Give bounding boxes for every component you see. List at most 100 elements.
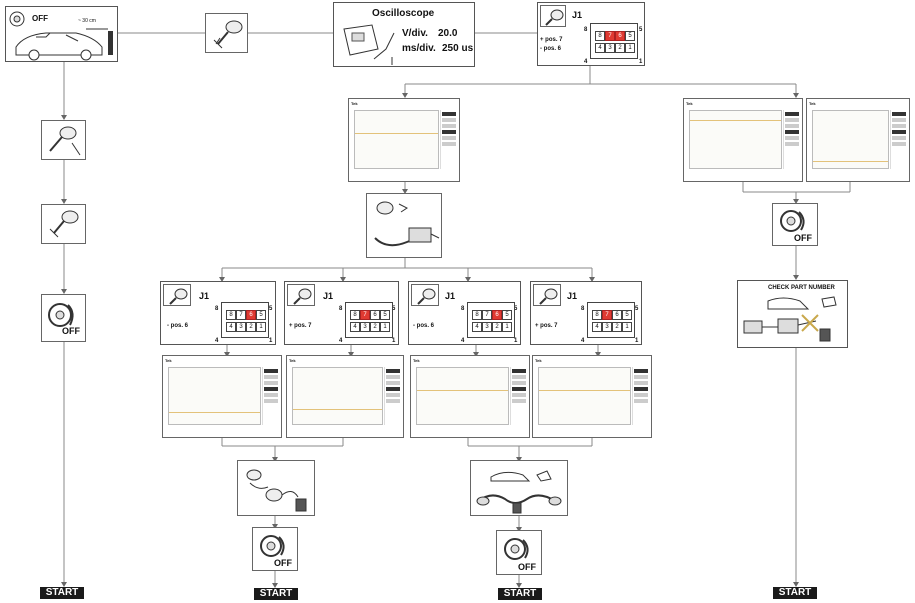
start-label-1[interactable]: START xyxy=(40,587,84,599)
pin-number-1: 1 xyxy=(639,59,643,65)
connector-name: J1 xyxy=(323,291,334,301)
connector-name: J1 xyxy=(445,291,456,301)
branch-3-probe-label: - pos. 6 xyxy=(413,323,435,329)
pin-1: 1 xyxy=(256,322,266,332)
probe-icon-frame xyxy=(533,284,561,306)
scope-brand: Tek xyxy=(413,358,420,363)
branch-1-probe-label: - pos. 6 xyxy=(167,323,189,329)
pin-number-8: 8 xyxy=(581,306,585,312)
oscilloscope-settings-box: Oscilloscope V/div. 20.0 ms/div. 250 us xyxy=(333,2,475,67)
probe-test-box-1 xyxy=(41,120,86,160)
multimeter-probe-icon xyxy=(417,288,436,305)
connector-j1-branch-2: J1 + pos. 7 8 5 4 1 8 7 6 5 4 3 2 1 xyxy=(284,281,399,345)
probe-icon-frame xyxy=(287,284,315,306)
connector-name: J1 xyxy=(567,291,578,301)
probe-icon-frame xyxy=(540,5,566,27)
connector-housing: 8 7 6 5 4 3 2 1 xyxy=(345,302,393,338)
probe-icon-frame xyxy=(411,284,439,306)
scope-trace xyxy=(355,132,438,134)
pin-8: 8 xyxy=(350,310,360,320)
scope-trace xyxy=(169,411,260,413)
connector-housing: 8 7 6 5 4 3 2 1 xyxy=(587,302,635,338)
pin-number-1: 1 xyxy=(269,338,273,344)
pin-7-highlighted: 7 xyxy=(602,310,612,320)
pin-5: 5 xyxy=(502,310,512,320)
harness-probe-icon xyxy=(374,201,440,247)
vdiv-label: V/div. xyxy=(402,28,428,39)
scope-screen-center: Tek xyxy=(348,98,460,182)
scope-display xyxy=(168,367,261,425)
pin-2: 2 xyxy=(370,322,380,332)
vdiv-value: 20.0 xyxy=(438,28,458,39)
pin-number-4: 4 xyxy=(584,59,588,65)
start-label-4[interactable]: START xyxy=(773,587,817,599)
scope-side-menu xyxy=(890,110,907,169)
probe-pins-icon xyxy=(49,210,79,238)
pin-number-1: 1 xyxy=(635,338,639,344)
pin-3: 3 xyxy=(482,322,492,332)
pin-number-4: 4 xyxy=(461,338,465,344)
check-part-number-box: CHECK PART NUMBER xyxy=(737,280,848,348)
pin-7-highlighted: 7 xyxy=(605,31,615,41)
start-label-2[interactable]: START xyxy=(254,588,298,600)
pin-2: 2 xyxy=(246,322,256,332)
pin-2: 2 xyxy=(615,43,625,53)
pin-4: 4 xyxy=(472,322,482,332)
scope-screen-branch-4: Tek xyxy=(532,355,652,438)
ignition-off-box-center-right: OFF xyxy=(496,530,542,575)
oscilloscope-title: Oscilloscope xyxy=(372,8,435,19)
pin-3: 3 xyxy=(602,322,612,332)
scope-screen-right-1: Tek xyxy=(683,98,803,182)
pin-number-5: 5 xyxy=(269,306,273,312)
check-part-number-label: CHECK PART NUMBER xyxy=(768,285,835,291)
component-test-box xyxy=(237,460,315,516)
scope-brand: Tek xyxy=(351,101,358,106)
scope-screen-right-2: Tek xyxy=(806,98,910,182)
pin-number-8: 8 xyxy=(339,306,343,312)
ignition-off-box-right: OFF xyxy=(772,203,818,246)
start-label-3[interactable]: START xyxy=(498,588,542,600)
msdiv-value: 250 us xyxy=(442,43,474,54)
scope-screen-branch-1: Tek xyxy=(162,355,282,438)
scope-side-menu xyxy=(384,367,401,425)
connector-name: J1 xyxy=(572,10,583,20)
pin-6-highlighted: 6 xyxy=(246,310,256,320)
scope-display xyxy=(354,110,439,169)
pin-8: 8 xyxy=(472,310,482,320)
scope-trace xyxy=(293,409,382,411)
ignition-off-box-center-left: OFF xyxy=(252,527,298,571)
pin-number-1: 1 xyxy=(392,338,396,344)
scope-trace xyxy=(539,390,630,392)
scope-trace xyxy=(417,390,508,392)
pin-5: 5 xyxy=(622,310,632,320)
ignition-key-icon xyxy=(9,11,113,61)
pin-4: 4 xyxy=(350,322,360,332)
pin-6-highlighted: 6 xyxy=(492,310,502,320)
pin-4: 4 xyxy=(595,43,605,53)
pin-1: 1 xyxy=(502,322,512,332)
connector-j1-branch-1: J1 - pos. 6 8 5 4 1 8 7 6 5 4 3 2 1 xyxy=(160,281,276,345)
probe-test-icon xyxy=(49,126,81,156)
multimeter-probe-icon xyxy=(539,288,558,305)
pin-2: 2 xyxy=(492,322,502,332)
pin-3: 3 xyxy=(605,43,615,53)
pin-5: 5 xyxy=(625,31,635,41)
pin-6-highlighted: 6 xyxy=(615,31,625,41)
scope-display xyxy=(416,367,509,425)
probe-icon-frame xyxy=(163,284,191,306)
probe-minus-label: - pos. 6 xyxy=(540,46,562,52)
off-label-center-right: OFF xyxy=(518,562,536,572)
car-off-label: OFF xyxy=(32,14,48,23)
probe-pins-box xyxy=(205,13,248,53)
connector-housing: 8 7 6 5 4 3 2 1 xyxy=(590,23,638,59)
pin-number-4: 4 xyxy=(339,338,343,344)
pin-8: 8 xyxy=(592,310,602,320)
multimeter-probe-icon xyxy=(545,9,564,26)
part-number-check-icon xyxy=(743,296,837,342)
scope-brand: Tek xyxy=(686,101,693,106)
scope-trace xyxy=(813,161,888,163)
pin-5: 5 xyxy=(256,310,266,320)
branch-2-probe-label: + pos. 7 xyxy=(289,323,312,329)
multimeter-probe-icon xyxy=(169,288,188,305)
pin-number-8: 8 xyxy=(215,306,219,312)
